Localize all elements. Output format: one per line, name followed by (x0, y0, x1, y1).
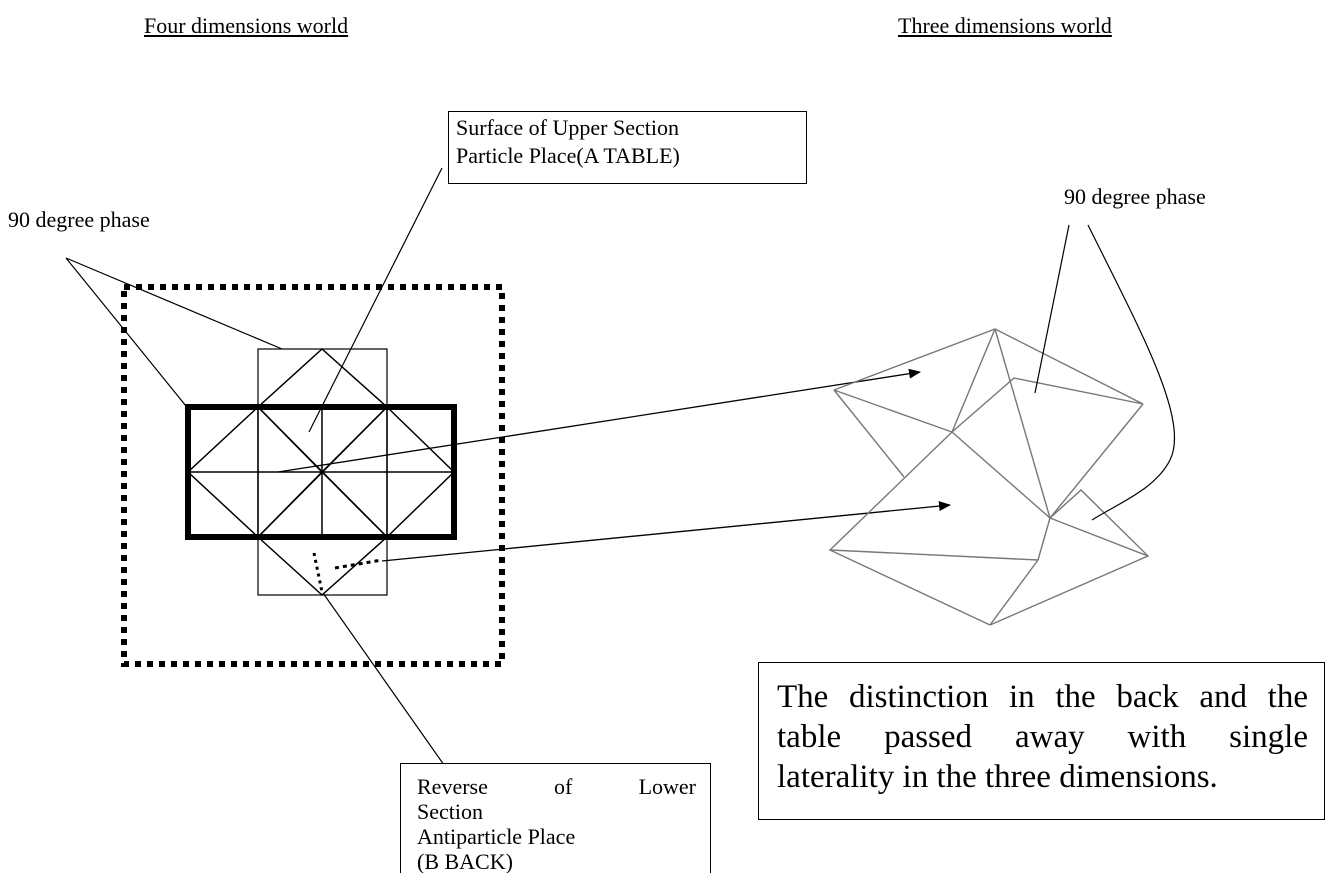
dotted-accent-2 (334, 558, 383, 570)
upper-box-line-1: Surface of Upper Section (456, 115, 679, 140)
note-line-3: laterality in the three dimensions. (777, 759, 1218, 795)
lower-box-line-2: Section (417, 799, 483, 824)
note-line-1: The distinction in the back and the (777, 679, 1308, 715)
upper-box-line-2: Particle Place(A TABLE) (456, 143, 680, 168)
lower-section-label-box: Reverse of Lower Section Antiparticle Pl… (400, 763, 711, 873)
upper-arrow (277, 368, 921, 473)
upper-box-pointer (308, 167, 443, 433)
dotted-accent (312, 552, 324, 593)
left-phase-label: 90 degree phase (8, 207, 150, 232)
upper-section-label-box: Surface of Upper Section Particle Place(… (448, 111, 807, 184)
diamond-lattice (186, 347, 456, 597)
lower-box-pointer (322, 592, 457, 783)
right-phase-label: 90 degree phase (1064, 184, 1206, 209)
lower-box-line-3: Antiparticle Place (417, 824, 576, 849)
right-phase-pointers (1034, 224, 1176, 521)
note-box: The distinction in the back and the tabl… (758, 662, 1325, 820)
folded-3d-shape (828, 328, 1150, 626)
lower-arrow (381, 501, 951, 562)
left-phase-pointers (65, 257, 283, 407)
right-title: Three dimensions world (898, 13, 1112, 38)
note-line-2: table passed away with single (777, 719, 1308, 755)
outer-dotted-square (121, 284, 505, 667)
lower-box-line-1: Reverse of Lower (417, 774, 696, 799)
left-title: Four dimensions world (144, 13, 349, 38)
lower-box-line-4: (B BACK) (417, 849, 513, 873)
